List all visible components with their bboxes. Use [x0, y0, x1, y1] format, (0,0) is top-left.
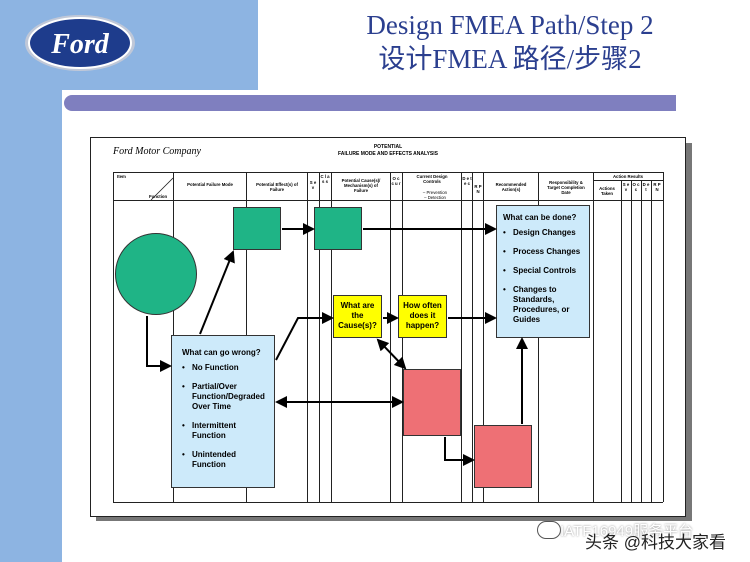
- col-line: [593, 172, 594, 502]
- col-recommended: Recommended Action(s): [495, 182, 527, 192]
- col-class: C l a s s: [320, 174, 330, 184]
- occurrence-box: How often does it happen?: [398, 295, 447, 338]
- col-line: [390, 172, 391, 502]
- title-divider-bar: [64, 95, 676, 111]
- company-name: Ford Motor Company: [113, 146, 201, 157]
- what-can-go-wrong-box: What can go wrong? No Function Partial/O…: [171, 335, 275, 488]
- left-blue-band: [0, 0, 62, 562]
- done-list: Design Changes Process Changes Special C…: [503, 228, 585, 325]
- table-top-line: [113, 172, 663, 173]
- col-action-results: Action Results: [612, 174, 644, 179]
- col-line: [621, 180, 622, 502]
- col-sev: S e v: [309, 180, 317, 190]
- col-line: [307, 172, 308, 502]
- col-line: [641, 180, 642, 502]
- what-can-be-done-box: What can be done? Design Changes Process…: [496, 205, 590, 338]
- col-line: [113, 172, 114, 502]
- done-title: What can be done?: [503, 213, 577, 222]
- col-r-det: D e t: [642, 182, 650, 192]
- col-line: [631, 180, 632, 502]
- detection-square: [403, 369, 461, 436]
- table-bottom-line: [113, 502, 663, 503]
- list-item: Unintended Function: [182, 450, 268, 470]
- col-line: [483, 172, 484, 502]
- page-title: Design FMEA Path/Step 2: [366, 10, 654, 40]
- ford-logo: Ford: [25, 15, 135, 71]
- col-line: [461, 172, 462, 502]
- col-rpn: R P N: [474, 184, 482, 194]
- page-subtitle: 设计FMEA 路径/步骤2: [378, 44, 642, 74]
- table-header-line: [113, 200, 663, 201]
- logo-text: Ford: [50, 29, 110, 60]
- col-line: [663, 172, 664, 502]
- col-line: [651, 180, 652, 502]
- col-controls: Current Design Controls: [416, 174, 448, 184]
- watermark-text-2: 头条 @科技大家看: [585, 533, 726, 552]
- col-r-sev: S e v: [622, 182, 630, 192]
- col-item: Item: [117, 174, 126, 179]
- col-detection: – Detection: [424, 195, 446, 200]
- list-item: Partial/Over Function/Degraded Over Time: [182, 382, 268, 412]
- function-circle: [115, 233, 197, 315]
- col-effects: Potential Effect(s) of Failure: [256, 182, 298, 192]
- col-occur: O c c u r: [391, 176, 401, 186]
- list-item: Design Changes: [503, 228, 585, 238]
- list-item: No Function: [182, 363, 268, 373]
- wrong-list: No Function Partial/Over Function/Degrad…: [182, 363, 268, 470]
- col-detec: D e t e c: [462, 176, 472, 186]
- col-responsibility: Responsibility & Target Completion Date: [547, 180, 585, 195]
- effect-square: [314, 207, 362, 250]
- form-title-1: POTENTIAL: [373, 144, 403, 150]
- list-item: Changes to Standards, Procedures, or Gui…: [503, 285, 585, 325]
- cause-box: What are the Cause(s)?: [333, 295, 382, 338]
- item-function-diagonal: [150, 177, 173, 200]
- action-results-line: [593, 180, 663, 181]
- form-title-2: FAILURE MODE AND EFFECTS ANALYSIS: [337, 151, 438, 157]
- list-item: Process Changes: [503, 247, 585, 257]
- list-item: Special Controls: [503, 266, 585, 276]
- col-causes: Potential Cause(s)/ Mechanism(s) of Fail…: [341, 178, 381, 193]
- col-actions-taken: Actions Taken: [599, 186, 615, 196]
- col-function: Function: [149, 194, 168, 199]
- col-line: [472, 172, 473, 502]
- col-failure-mode: Potential Failure Mode: [187, 182, 233, 187]
- wrong-title: What can go wrong?: [182, 348, 261, 357]
- col-prevention: – Prevention: [422, 190, 448, 195]
- col-r-rpn: R P N: [653, 182, 661, 192]
- list-item: Intermittent Function: [182, 421, 268, 441]
- watermark-text-1: IATF16949服务平台: [560, 523, 694, 540]
- failure-mode-square: [233, 207, 281, 250]
- watermark-icon: [537, 521, 561, 539]
- col-r-occ: O c c: [632, 182, 640, 192]
- rpn-action-square: [474, 425, 532, 488]
